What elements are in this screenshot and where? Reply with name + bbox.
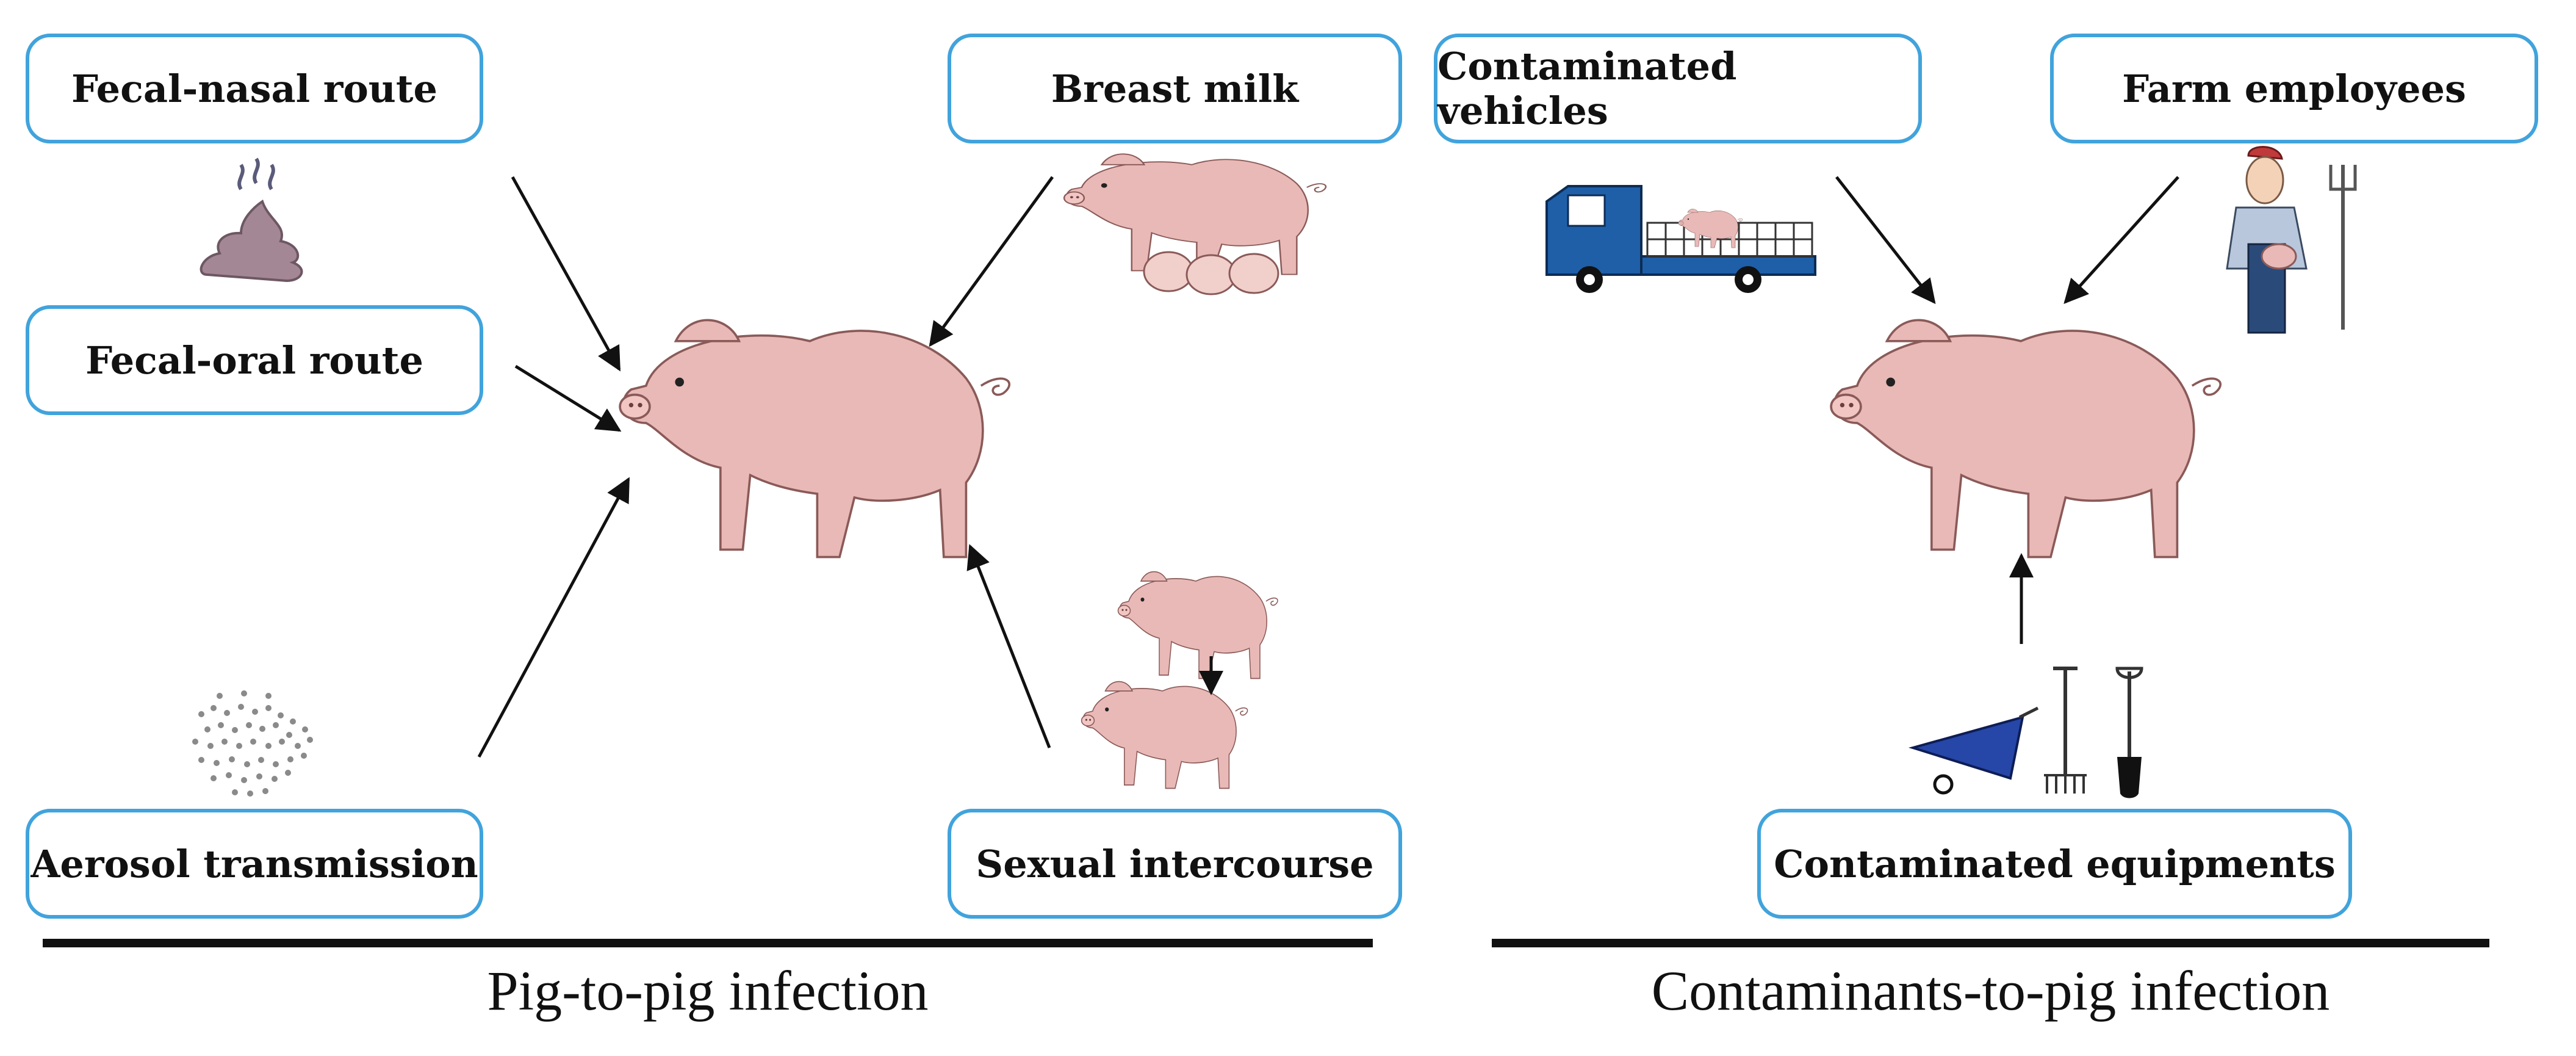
arrow-vehicles <box>1835 176 1936 305</box>
fecal-oral-route-label: Fecal-oral route <box>85 338 423 383</box>
central-pig-right <box>1830 319 2222 559</box>
fecal-nasal-route-label: Fecal-nasal route <box>71 66 437 111</box>
arrow-employees <box>2063 176 2179 304</box>
mating-pigs-icon <box>1081 571 1278 789</box>
fecal-oral-route-box: Fecal-oral route <box>26 305 483 415</box>
contaminated-equipments-label: Contaminated equipments <box>1774 841 2336 886</box>
farm-employees-box: Farm employees <box>2050 34 2538 143</box>
left-divider-line <box>43 939 1373 947</box>
sexual-intercourse-box: Sexual intercourse <box>948 809 1402 919</box>
sow-nursing-icon <box>1063 153 1327 295</box>
right-divider-line <box>1492 939 2489 947</box>
truck-icon <box>1545 185 1816 293</box>
contaminated-vehicles-label: Contaminated vehicles <box>1437 44 1737 133</box>
central-pig-left <box>619 319 1011 559</box>
arrow-breast-milk <box>929 176 1054 347</box>
pig-to-pig-caption: Pig-to-pig infection <box>487 960 929 1022</box>
arrow-aerosol <box>477 477 630 758</box>
arrow-fecal-oral <box>514 364 622 432</box>
breast-milk-label: Breast milk <box>1051 66 1299 111</box>
fecal-nasal-route-box: Fecal-nasal route <box>26 34 483 143</box>
breast-milk-box: Breast milk <box>948 34 1402 143</box>
feces-icon <box>200 157 303 283</box>
contaminated-equipments-box: Contaminated equipments <box>1757 809 2352 919</box>
equipment-icon <box>1908 667 2143 798</box>
aerosol-transmission-box: Aerosol transmission <box>26 809 483 919</box>
farmer-icon <box>2226 146 2357 334</box>
aerosol-transmission-label: Aerosol transmission <box>31 841 478 886</box>
arrow-fecal-nasal <box>511 176 621 372</box>
sexual-intercourse-label: Sexual intercourse <box>976 841 1374 886</box>
aerosol-particles-icon <box>192 690 313 797</box>
contaminated-vehicles-box: Contaminated vehicles <box>1434 34 1922 143</box>
contaminants-to-pig-caption: Contaminants-to-pig infection <box>1651 960 2330 1022</box>
farm-employees-label: Farm employees <box>2122 66 2466 111</box>
arrow-sexual <box>966 544 1051 748</box>
